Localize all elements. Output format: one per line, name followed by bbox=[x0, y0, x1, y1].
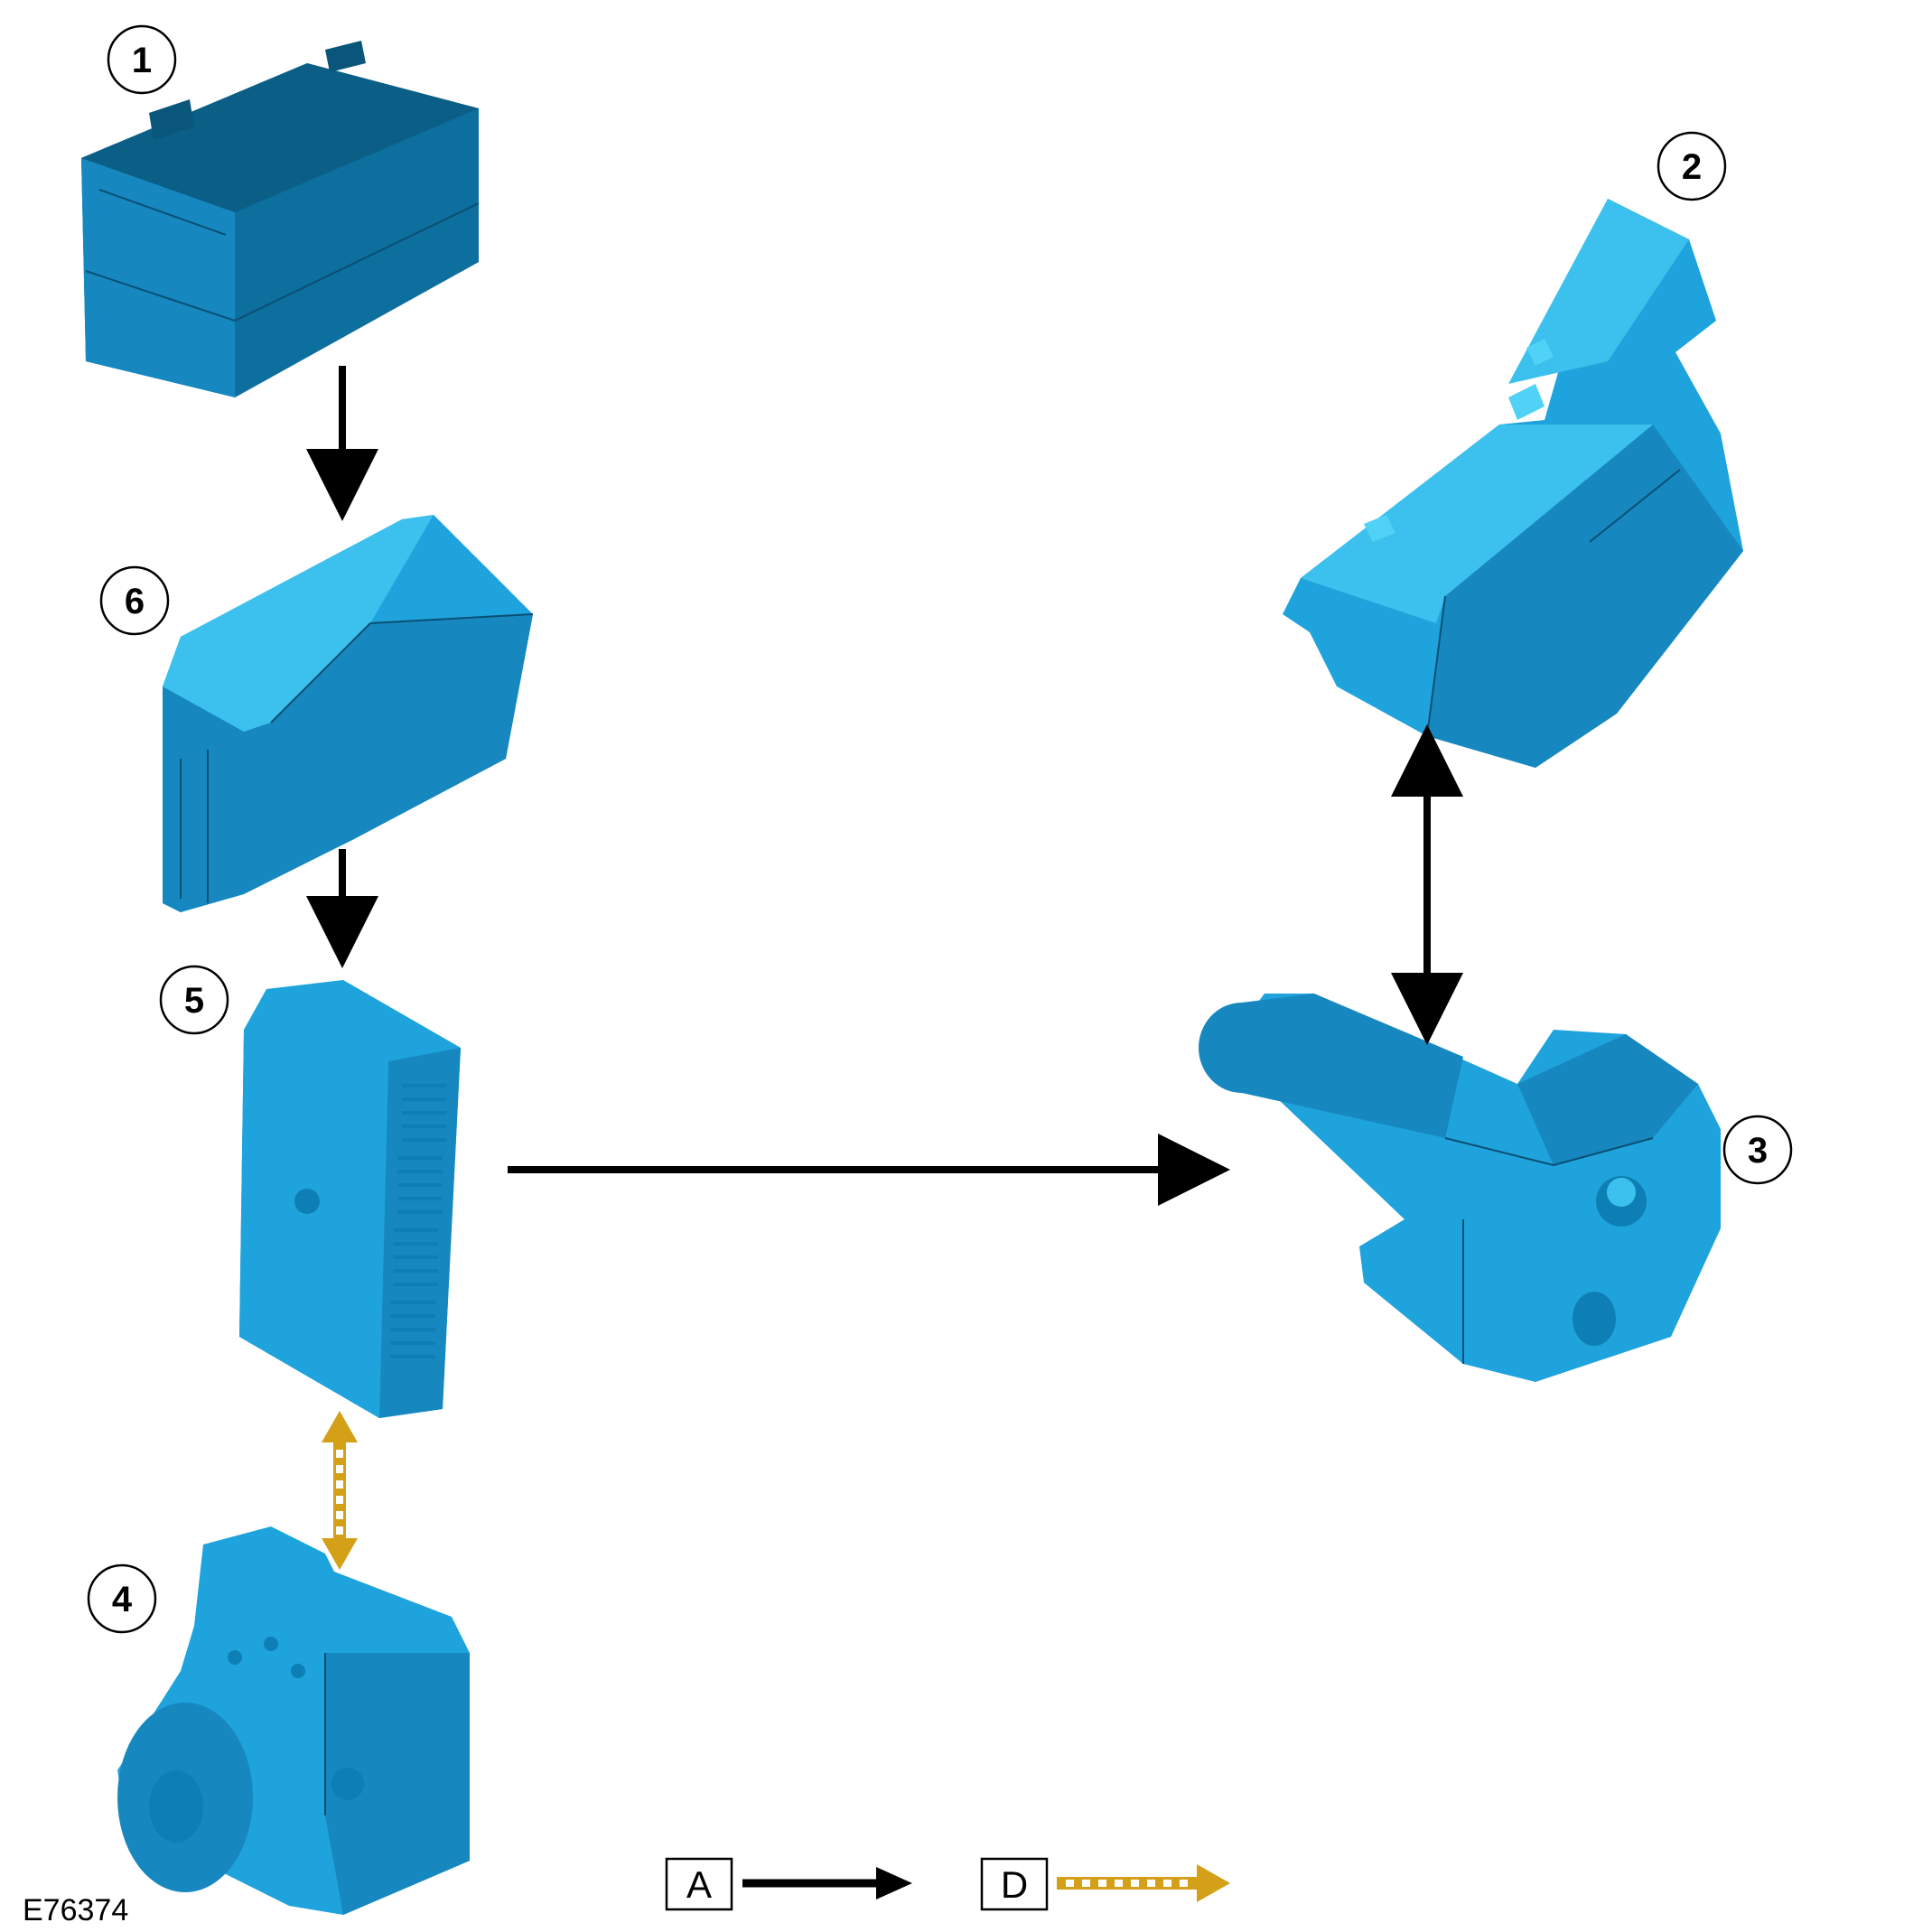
module-2-component bbox=[1283, 199, 1743, 768]
callout-3: 3 bbox=[1722, 1115, 1793, 1185]
control-module-component bbox=[239, 980, 461, 1418]
callout-2-label: 2 bbox=[1682, 147, 1702, 187]
callout-1-label: 1 bbox=[132, 41, 152, 80]
motor-unit-component bbox=[1199, 994, 1721, 1382]
callout-5-label: 5 bbox=[184, 981, 204, 1021]
callout-3-label: 3 bbox=[1748, 1131, 1768, 1171]
legend-item-a: A bbox=[665, 1857, 912, 1911]
battery-component bbox=[81, 41, 480, 397]
callout-4: 4 bbox=[87, 1563, 157, 1634]
callout-1: 1 bbox=[107, 24, 177, 95]
abs-module-component bbox=[117, 1526, 470, 1915]
connection-5-4 bbox=[322, 1411, 358, 1570]
callout-5: 5 bbox=[159, 965, 229, 1035]
legend: A D bbox=[665, 1857, 1230, 1911]
callout-4-label: 4 bbox=[112, 1580, 133, 1619]
legend-a-label: A bbox=[686, 1863, 712, 1906]
callout-2: 2 bbox=[1657, 131, 1727, 201]
callout-6: 6 bbox=[99, 565, 170, 636]
callout-6-label: 6 bbox=[125, 582, 145, 621]
legend-item-d: D bbox=[980, 1857, 1230, 1911]
fuse-box-component bbox=[163, 515, 534, 912]
figure-id: E76374 bbox=[23, 1893, 128, 1927]
legend-d-label: D bbox=[1001, 1863, 1028, 1906]
